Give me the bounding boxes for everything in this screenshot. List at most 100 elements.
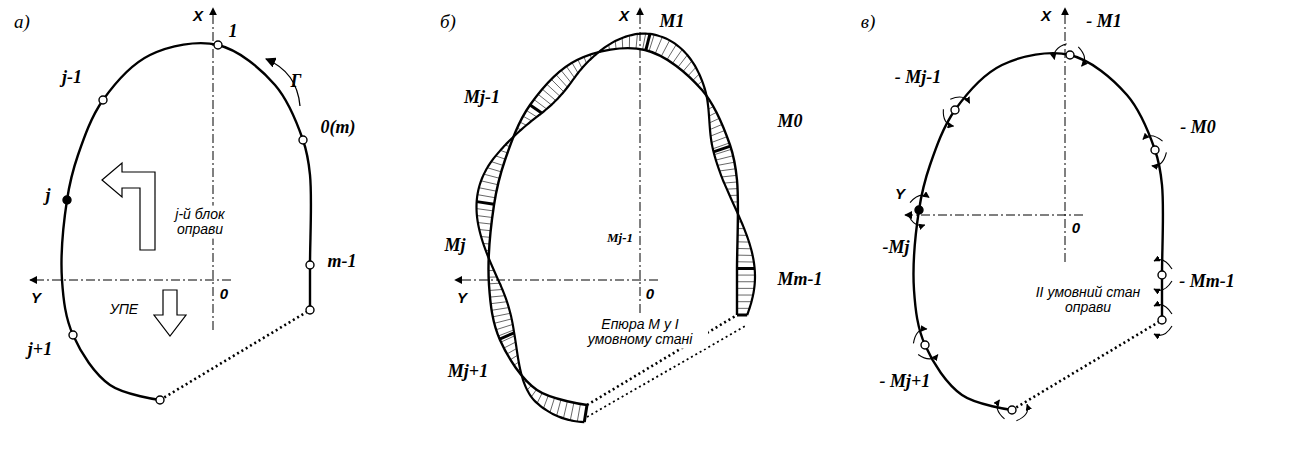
node-number: j+1 <box>28 340 52 360</box>
hatch-line <box>507 349 517 354</box>
hinge-node <box>1158 316 1166 324</box>
hinge-node <box>69 331 77 339</box>
hatch-line <box>711 131 725 137</box>
hatch-line <box>622 38 624 48</box>
panel-c-drawing <box>905 8 1172 421</box>
hatch-line <box>688 67 696 75</box>
contour-name: Г <box>291 72 302 92</box>
hinge-nodes <box>915 51 1166 414</box>
panel-b-drawing <box>455 8 755 422</box>
axis-name: X <box>1041 8 1051 25</box>
node-number: m-1 <box>328 252 357 272</box>
panel-letter: а) <box>14 12 30 33</box>
moment-arrow <box>997 400 1004 419</box>
moment-label: Mm-1 <box>778 270 823 290</box>
node-ordinate <box>530 105 542 113</box>
moment-arrow <box>1078 47 1084 66</box>
hatch-line <box>710 124 722 129</box>
moment-label: - M0 <box>1180 118 1216 138</box>
hatch-line <box>491 302 507 304</box>
hatch-line <box>737 255 752 256</box>
hatch-line <box>504 342 516 348</box>
node-ordinate <box>714 146 731 152</box>
hatch-line <box>722 175 737 177</box>
hatch-line <box>737 295 753 296</box>
hatch-line <box>550 398 555 413</box>
node-ordinate <box>500 333 515 339</box>
hatch-line <box>709 118 719 123</box>
state-caption: II умовний стан оправи <box>1025 284 1151 317</box>
moment-label: M0 <box>777 112 802 132</box>
x-axis <box>213 8 214 330</box>
node-ordinate <box>646 34 650 50</box>
axis-name: Y <box>31 290 41 307</box>
hatch-line <box>584 405 587 422</box>
x-axis <box>1065 8 1066 262</box>
hatch-line <box>531 390 536 397</box>
hatch-line <box>629 35 630 48</box>
hatch-line <box>489 289 502 290</box>
hinge-node <box>915 206 923 214</box>
node-number: 0(m) <box>321 118 356 138</box>
hatch-line <box>487 168 501 172</box>
y-axis <box>30 280 231 281</box>
hatch-line <box>719 169 735 171</box>
lining-contour <box>62 43 311 400</box>
load-arrow <box>154 290 186 336</box>
moment-arrow <box>1154 305 1172 314</box>
hatch-line <box>556 75 567 88</box>
hatch-line <box>683 61 692 71</box>
lining-contour <box>914 53 1163 410</box>
x-axis <box>640 8 641 330</box>
hatch-line <box>724 182 737 183</box>
hatch-line <box>492 308 509 311</box>
moment-label: Mj-1 <box>464 88 500 108</box>
hatch-line <box>477 209 494 211</box>
hatch-line <box>561 70 571 82</box>
moment-arrow <box>1154 326 1172 335</box>
node-number: j-1 <box>62 68 82 88</box>
hatch-line <box>537 393 542 403</box>
origin-label: 0 <box>646 286 654 303</box>
moment-label: M1 <box>659 12 684 32</box>
hatch-line <box>490 296 505 297</box>
hinge-node <box>951 106 959 114</box>
moment-arrow <box>1143 136 1163 141</box>
hatch-line <box>479 188 496 191</box>
hatch-line <box>510 355 517 359</box>
moment-arrow <box>1154 260 1172 269</box>
hinge-node <box>306 261 314 269</box>
hatch-line <box>678 55 687 67</box>
hatch-line <box>737 275 755 276</box>
origin-label: 0 <box>1072 220 1080 237</box>
hatch-line <box>477 202 494 205</box>
block-arrow <box>102 163 155 250</box>
moment-arrow <box>908 214 925 225</box>
hinge-node <box>921 341 929 349</box>
hatch-line <box>577 404 580 422</box>
hinge-node <box>99 96 107 104</box>
hatch-line <box>523 116 532 121</box>
hinge-node <box>63 196 71 204</box>
moment-label: - M1 <box>1086 12 1122 32</box>
hatch-line <box>693 74 699 80</box>
axis-name: Y <box>895 186 905 203</box>
hatch-line <box>557 400 561 416</box>
node-number: 1 <box>229 22 238 42</box>
hinge-node <box>1158 271 1166 279</box>
hatch-line <box>716 156 733 160</box>
moment-arrow <box>1154 281 1172 290</box>
hatch-line <box>737 281 755 282</box>
moment-label: - Mj+1 <box>880 372 931 392</box>
y-axis <box>455 280 658 281</box>
load-name: УПЕ <box>110 302 138 317</box>
hinge-node <box>1151 146 1159 154</box>
hatch-line <box>737 315 747 316</box>
hatch-line <box>494 319 511 323</box>
panel-a-drawing <box>30 8 314 404</box>
hatch-line <box>491 162 503 166</box>
hatch-line <box>718 162 735 165</box>
hinge-node <box>306 306 314 314</box>
